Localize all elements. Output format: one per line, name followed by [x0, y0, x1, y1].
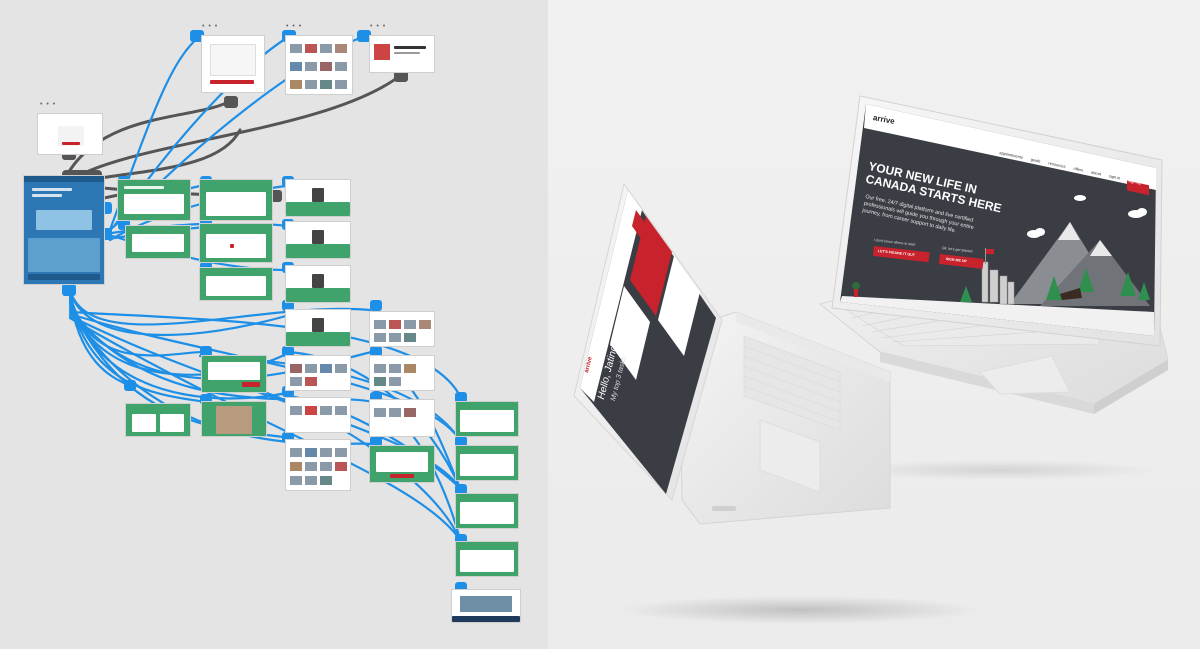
flow-screen-resources[interactable]: [286, 36, 352, 94]
flow-screen-schedule-2[interactable]: [456, 446, 518, 480]
canada-flag-icon: [986, 249, 994, 254]
flow-screen-partner[interactable]: [452, 590, 520, 622]
flow-screen-grid-5[interactable]: [370, 400, 434, 436]
flow-screen-grid-1[interactable]: [370, 312, 434, 346]
flow-screen-welcome[interactable]: [202, 356, 266, 392]
clouds: [1027, 195, 1147, 238]
flow-screen-main-landing[interactable]: [24, 176, 104, 284]
task-card-white-2: [610, 286, 650, 380]
flow-screen-grid-4[interactable]: [286, 398, 350, 432]
flow-screen-schedule-3[interactable]: [456, 494, 518, 528]
back-trackpad: [979, 355, 1071, 395]
flow-screen-confirm-4[interactable]: [286, 310, 350, 346]
flow-screen-article[interactable]: [370, 36, 434, 72]
cta1-button-bg: [872, 245, 930, 263]
flow-screen-signin[interactable]: [38, 114, 102, 154]
city-skyline: [981, 261, 1015, 305]
flow-screen-confirm-3[interactable]: [286, 266, 350, 302]
flow-screen-calendar-2[interactable]: [200, 224, 272, 262]
front-screen-sidebar: [580, 190, 642, 402]
flow-screen-calendar-1[interactable]: [200, 180, 272, 220]
screen-menu-dots-icon: • • •: [202, 23, 219, 30]
pine-trees: [960, 268, 1150, 302]
dashboard-alert: [632, 210, 656, 254]
flow-screen-confirm-1[interactable]: [286, 180, 350, 216]
screen-menu-dots-icon: • • •: [370, 23, 387, 30]
flow-screen-schedule-1[interactable]: [456, 402, 518, 436]
flow-screen-grid-2[interactable]: [286, 356, 350, 390]
laptops-mockup: [573, 95, 1169, 624]
flow-screen-video-call[interactable]: [202, 402, 266, 436]
hero-snow: [840, 296, 1154, 336]
signup-button-bg: [1127, 180, 1149, 196]
flow-screen-schedule-4[interactable]: [456, 542, 518, 576]
flow-screen-grid-3[interactable]: [370, 356, 434, 390]
flow-screen-appointments[interactable]: [126, 404, 190, 436]
flow-screen-goal-2[interactable]: [126, 226, 190, 258]
task-card-red: [630, 216, 672, 316]
flow-screen-confirm-2[interactable]: [286, 222, 350, 258]
task-card-white: [658, 256, 700, 356]
flow-screen-calendar-3[interactable]: [200, 268, 272, 300]
person-figure: [852, 282, 860, 290]
screen-menu-dots-icon: • • •: [286, 23, 303, 30]
flow-screen-register[interactable]: [202, 36, 264, 92]
flow-screen-booking[interactable]: [370, 446, 434, 482]
cta2-button-bg: [938, 254, 984, 269]
flow-screen-grid-6[interactable]: [286, 440, 350, 490]
prototype-flow-panel: • • • • • • • • • • • •: [0, 0, 548, 649]
device-mockup-panel: arrive appointments guide resources offe…: [548, 0, 1200, 649]
moose-figure: [1060, 288, 1082, 300]
screen-menu-dots-icon: • • •: [40, 101, 57, 108]
back-screen-navbar: [864, 104, 1156, 190]
floor-shadow: [620, 596, 980, 624]
front-trackpad: [759, 419, 821, 493]
flow-screen-goal-1[interactable]: [118, 180, 190, 220]
